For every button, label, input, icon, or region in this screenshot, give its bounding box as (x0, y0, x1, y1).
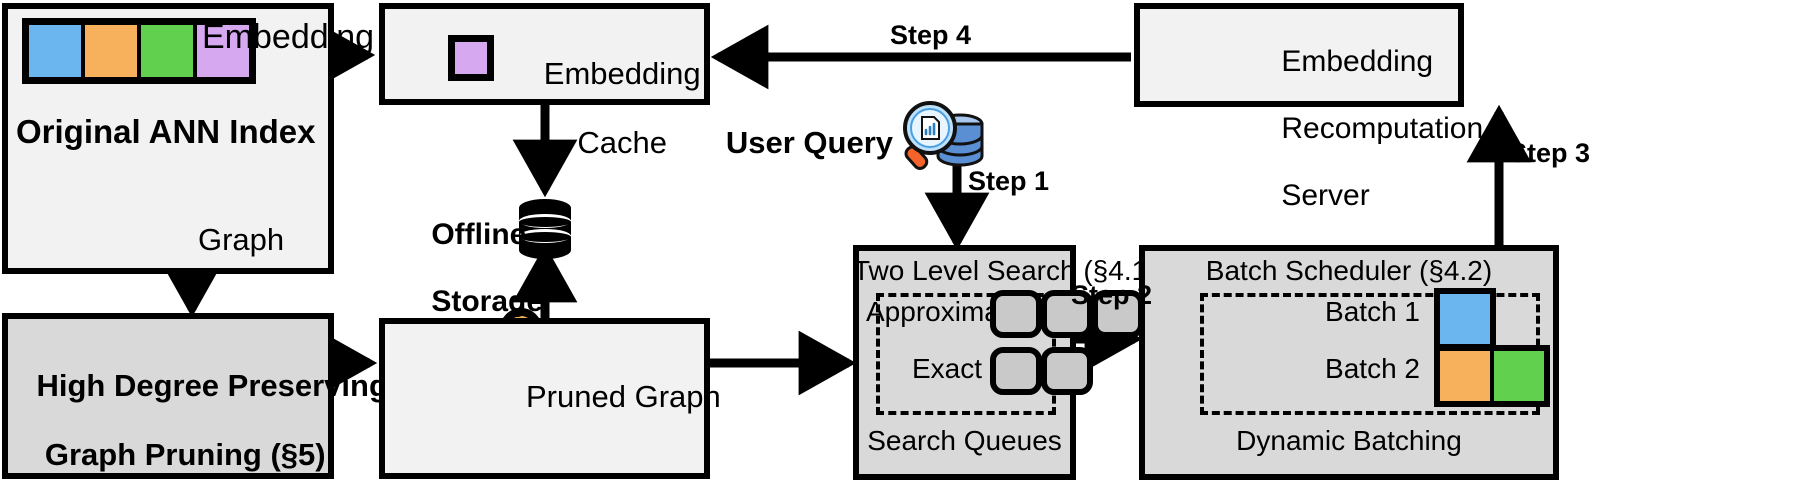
embedding-swatch-purple (197, 25, 249, 77)
batch-scheduler-title: Batch Scheduler (§4.2) (1205, 255, 1493, 286)
batch-2-swatches (1434, 345, 1550, 407)
batch-1-label: Batch 1 (1325, 296, 1420, 327)
queue-cell[interactable] (990, 347, 1042, 395)
exact-row-label: Exact (911, 353, 982, 384)
step-2-label: Step 2 (1071, 280, 1153, 310)
embedding-cache-icon (448, 35, 494, 81)
original-ann-index-title: Original ANN Index (16, 113, 316, 150)
queue-cell[interactable] (990, 290, 1042, 338)
embedding-swatch-blue (29, 25, 81, 77)
offline-storage-line2: Storage (431, 284, 544, 318)
offline-storage-line1: Offline (431, 217, 527, 251)
embedding-cache-line2: Cache (577, 125, 668, 161)
graph-pruning-line2: Graph Pruning (§5) (44, 437, 326, 473)
database-cylinder-icon (519, 199, 571, 259)
embedding-label: Embedding (202, 18, 375, 56)
exact-queue-cells (990, 347, 1093, 395)
queue-cell[interactable] (1041, 347, 1093, 395)
embedding-swatch-green (141, 25, 193, 77)
node-pruned-graph[interactable] (379, 318, 710, 479)
embedding-swatch-orange (85, 25, 137, 77)
node-embedding-cache[interactable] (379, 3, 710, 105)
graph-pruning-label: High Degree Preserving Graph Pruning (§5… (2, 334, 387, 481)
two-level-search-title: Two Level Search (§4.1) (853, 255, 1157, 286)
batch-swatch-green (1494, 351, 1544, 401)
queue-cell[interactable] (1041, 290, 1093, 338)
embedding-cache-label: Embedding Cache (505, 22, 705, 196)
embedding-swatches (22, 18, 256, 84)
batch-2-label: Batch 2 (1325, 353, 1420, 384)
offline-storage-label: Offline Storage (398, 184, 543, 352)
query-search-database-icon (903, 101, 984, 170)
pruned-graph-label: Pruned Graph (526, 379, 721, 414)
ers-line3: Server (1281, 178, 1370, 212)
batch-swatch-orange (1440, 351, 1490, 401)
search-queues-footer: Search Queues (867, 425, 1062, 456)
batch-1-swatches (1434, 288, 1496, 350)
user-query-label: User Query (725, 125, 893, 160)
graph-pruning-line1: High Degree Preserving (36, 367, 388, 403)
node-graph-pruning[interactable] (2, 313, 334, 479)
step-1-label: Step 1 (968, 166, 1050, 196)
dynamic-batching-footer: Dynamic Batching (1236, 425, 1462, 456)
batch-swatch-blue (1440, 294, 1490, 344)
ers-line1: Embedding (1281, 44, 1434, 78)
embedding-recomputation-server-label: Embedding Recomputation Server (1248, 11, 1483, 246)
node-embedding-recomputation-server[interactable] (1134, 3, 1464, 107)
ers-line2: Recomputation (1281, 111, 1484, 145)
approximate-row-label: Approximate (866, 296, 1024, 327)
step-4-label: Step 4 (890, 20, 972, 50)
embedding-cache-line1: Embedding (543, 55, 701, 91)
index-graph-label: Graph (198, 222, 285, 257)
step-3-label: Step 3 (1509, 138, 1591, 168)
